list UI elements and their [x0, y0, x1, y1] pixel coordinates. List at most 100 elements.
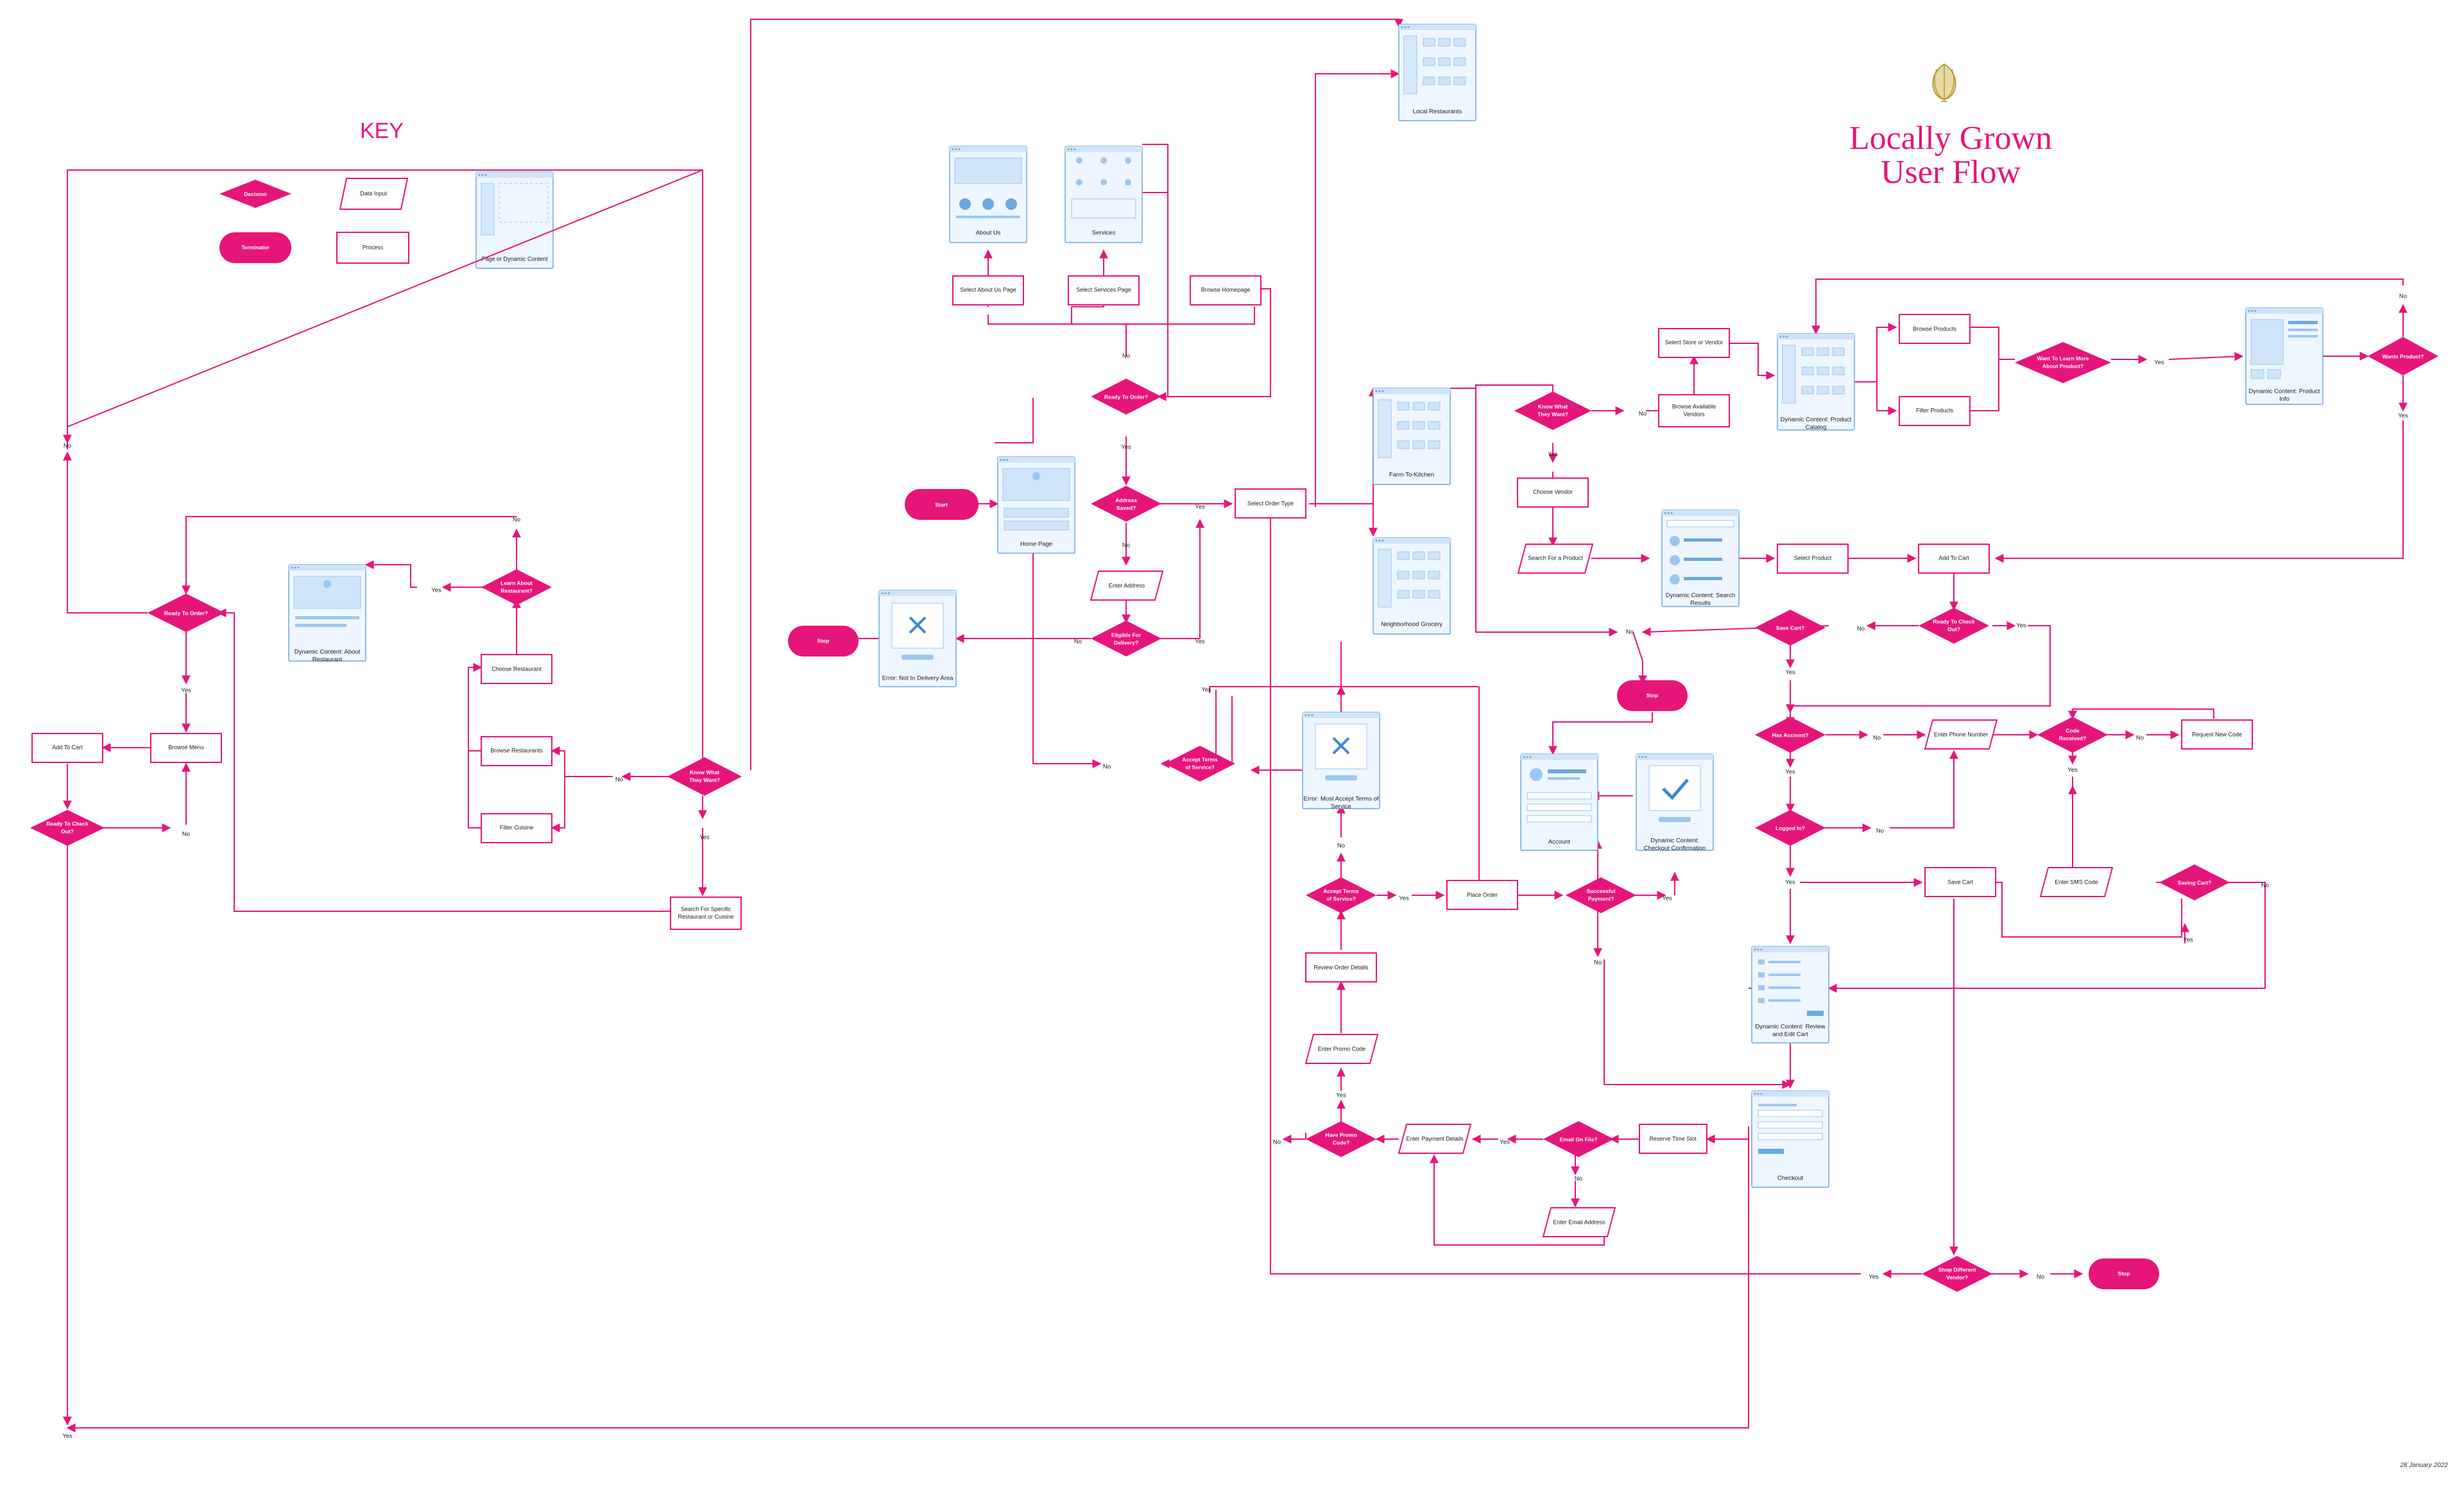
page-checkout [1751, 1090, 1829, 1188]
key-decision-shape [219, 180, 291, 208]
process-select-product [1777, 544, 1849, 574]
edge-label-yes: Yes [2016, 622, 2026, 630]
edge-label-yes: Yes [2183, 937, 2193, 944]
edge-label-yes: Yes [1399, 895, 1409, 902]
input-enter-promo[interactable] [1305, 1034, 1379, 1064]
label-search-restaurant-1: Search For Specific [681, 906, 732, 912]
key-process-label: Process [363, 244, 384, 250]
label-wants-product: Wants Product? [2383, 353, 2424, 359]
decision-logged-in [1755, 810, 1826, 846]
label-accept-terms-2-1: Accept Terms [1323, 888, 1359, 894]
label-checkout-confirmation-1: Dynamic Content: [1650, 837, 1699, 845]
key-terminator-shape [219, 232, 291, 263]
label-filter-cuisine: Filter Cuisine [500, 824, 534, 830]
key-data-input-shape [339, 178, 409, 210]
page-product-catalog [1777, 333, 1855, 431]
label-enter-sms: Enter SMS Code [2055, 879, 2098, 885]
edge-label-yes: Yes [699, 834, 710, 841]
decision-successful-payment [1566, 877, 1636, 913]
edge-label-yes: Yes [1121, 444, 1131, 451]
decision-email-on-file [1543, 1121, 1614, 1157]
process-select-order-type [1235, 488, 1306, 519]
label-request-new-code: Request New Code [2192, 731, 2242, 737]
label-shop-different-1: Shop Different [1938, 1266, 1976, 1273]
page-services [1065, 146, 1143, 243]
page-neighborhood-grocery [1373, 537, 1451, 635]
label-learn-restaurant-2: Restaurant? [501, 587, 533, 594]
label-add-to-cart-left: Add To Cart [52, 744, 83, 750]
label-product-info-1: Dynamic Content: Product [2249, 388, 2320, 395]
label-eligible-1: Eligible For [1111, 631, 1142, 638]
edge-label-yes: Yes [1201, 687, 1211, 694]
label-choose-restaurant: Choose Restaurant [492, 665, 542, 672]
process-place-order [1446, 880, 1518, 910]
page-error-delivery [878, 590, 957, 687]
process-browse-products [1899, 314, 1971, 344]
label-address-saved-2: Saved? [1116, 504, 1136, 511]
decision-shop-different-vendor [1922, 1256, 1992, 1292]
label-select-order-type: Select Order Type [1247, 500, 1294, 506]
label-browse-vendors-1: Browse Available [1672, 403, 1716, 409]
label-checkout-confirmation-2: Checkout Confirmation [1644, 845, 1706, 852]
label-search-product: Search For a Product [1528, 554, 1583, 561]
decision-wants-product [2368, 337, 2438, 375]
label-enter-phone: Enter Phone Number [1934, 731, 1989, 737]
label-browse-vendors-2: Vendors [1683, 411, 1705, 417]
key-heading: KEY [360, 119, 404, 143]
label-search-restaurant-2: Restaurant or Cuisine [678, 913, 733, 920]
label-have-promo-1: Have Promo [1325, 1131, 1357, 1138]
input-enter-sms[interactable] [2039, 867, 2114, 897]
input-enter-email[interactable] [1542, 1207, 1616, 1237]
label-accept-terms-2-2: of Service? [1326, 895, 1356, 902]
label-review-edit-cart-2: and Edit Cart [1772, 1031, 1808, 1038]
process-filter-products [1899, 396, 1971, 426]
label-enter-promo: Enter Promo Code [1318, 1045, 1366, 1052]
decision-address-saved [1091, 486, 1161, 522]
edge-label-no: No [615, 777, 623, 784]
key-decision-label: Decision [244, 191, 266, 197]
label-logged-in: Logged In? [1775, 825, 1805, 831]
process-add-to-cart-left [31, 733, 103, 763]
input-enter-phone[interactable] [1924, 719, 1998, 750]
edge-label-no: No [182, 831, 190, 838]
edge-label-yes: Yes [181, 687, 191, 694]
page-local-restaurants [1398, 24, 1476, 121]
process-select-store-vendor [1658, 328, 1730, 358]
process-browse-menu [150, 733, 222, 763]
input-enter-payment[interactable] [1398, 1124, 1472, 1154]
edge-label-no: No [1876, 828, 1884, 835]
input-enter-address[interactable] [1090, 571, 1164, 601]
label-ready-checkout-left-2: Out? [61, 828, 74, 834]
edge-label-yes: Yes [1500, 1139, 1510, 1146]
edge-label-no: No [1594, 959, 1602, 966]
edge-label-no: No [1575, 1176, 1582, 1183]
label-address-saved-1: Address [1115, 497, 1137, 503]
label-home: Home Page [1020, 541, 1052, 548]
label-browse-products: Browse Products [1913, 325, 1957, 332]
terminator-stop-left [788, 626, 859, 657]
process-search-restaurant [670, 897, 742, 930]
edge-label-no: No [2136, 735, 2144, 742]
process-reserve-time-slot [1639, 1124, 1707, 1154]
label-stop-right: Stop [2118, 1270, 2130, 1276]
edge-label-yes: Yes [1869, 1274, 1879, 1281]
label-save-cart: Save Cart [1947, 879, 1974, 885]
decision-ready-checkout-left [30, 810, 105, 846]
label-know-2: They Want? [1537, 411, 1568, 417]
label-checkout: Checkout [1777, 1175, 1803, 1182]
process-choose-vendor [1517, 477, 1589, 508]
label-email-on-file: Email On File? [1559, 1136, 1597, 1142]
terminator-start[interactable] [905, 489, 979, 520]
label-local-restaurants: Local Restaurants [1413, 108, 1462, 116]
label-ready-to-order-left: Ready To Order? [164, 610, 208, 616]
label-browse-restaurants: Browse Restaurants [490, 747, 543, 753]
page-review-edit-cart [1751, 946, 1829, 1043]
key-data-input-label: Data Input [360, 190, 387, 196]
label-ready-to-order-top: Ready To Order? [1104, 393, 1148, 400]
process-add-to-cart [1918, 544, 1990, 574]
decision-ready-to-order-top [1091, 379, 1161, 415]
label-services: Services [1092, 230, 1116, 237]
terminator-stop-mid [1617, 680, 1688, 711]
input-search-product[interactable] [1517, 544, 1594, 574]
process-browse-homepage [1190, 275, 1262, 305]
